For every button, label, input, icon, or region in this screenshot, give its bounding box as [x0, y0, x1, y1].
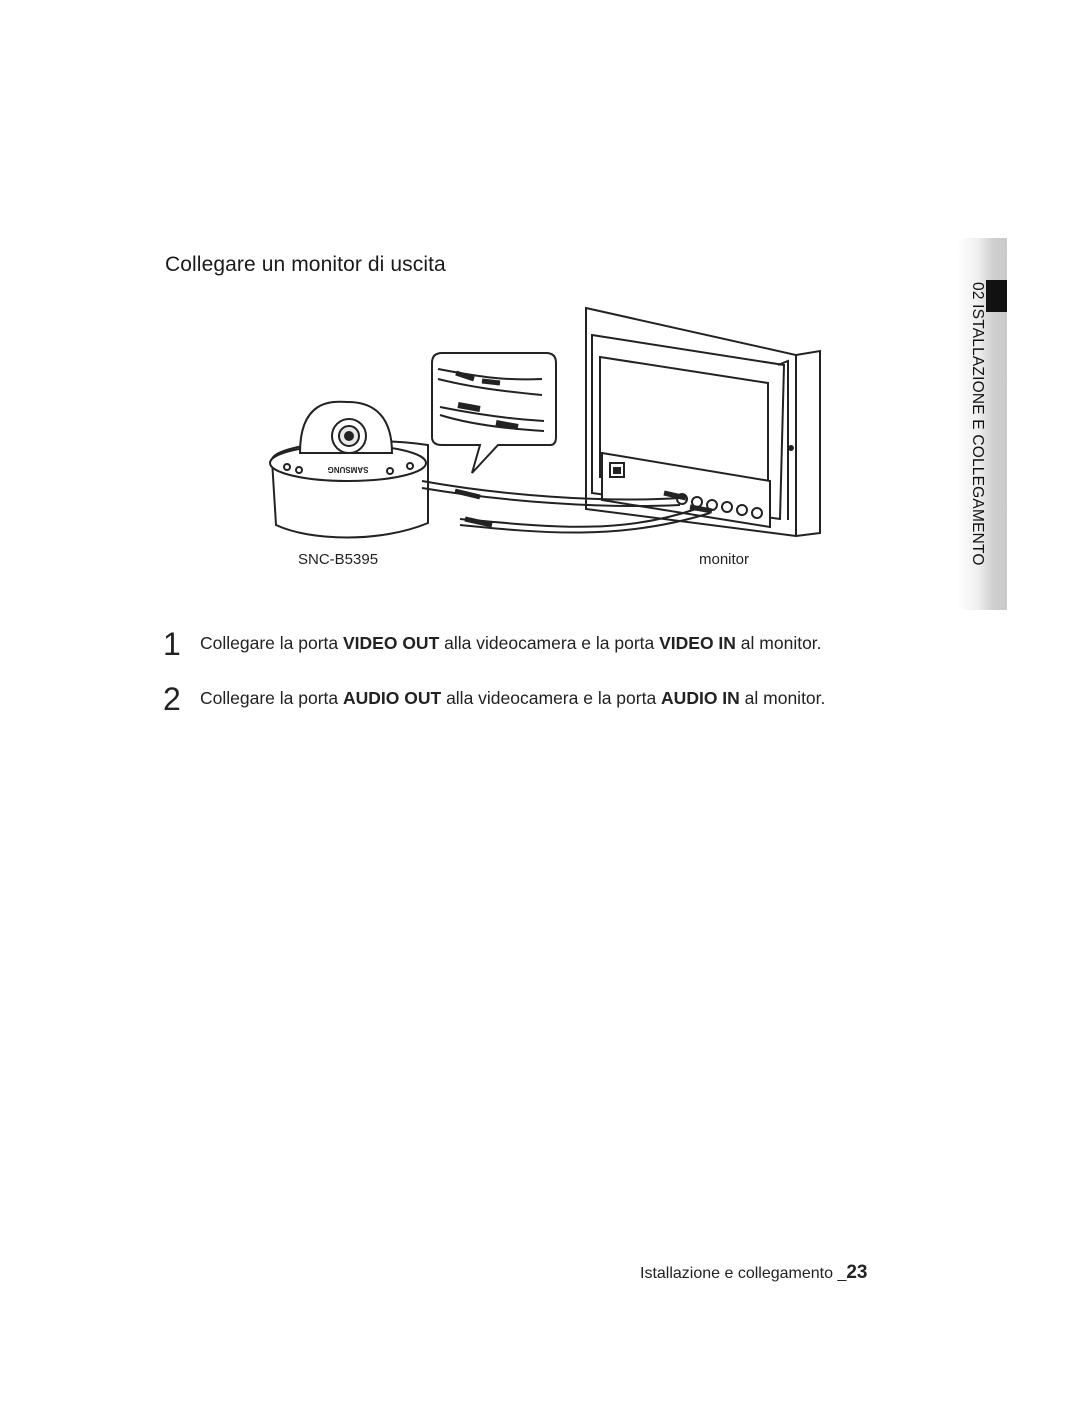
step-number: 2: [163, 681, 181, 717]
step-text-part: alla videocamera e la porta: [441, 688, 662, 708]
step-text-part: al monitor.: [739, 688, 826, 708]
step-2: 2 Collegare la porta AUDIO OUT alla vide…: [163, 683, 943, 723]
chapter-title: 02 ISTALLAZIONE E COLLEGAMENTO: [969, 282, 986, 566]
port-out-label: VIDEO OUT: [343, 633, 440, 653]
connection-diagram: SAMSUNG: [260, 295, 830, 555]
port-in-label: VIDEO IN: [659, 633, 736, 653]
camera-brand-text: SAMSUNG: [328, 465, 369, 474]
port-in-label: AUDIO IN: [661, 688, 740, 708]
monitor-illustration: [585, 306, 821, 538]
step-number: 1: [163, 626, 181, 662]
step-1: 1 Collegare la porta VIDEO OUT alla vide…: [163, 628, 943, 668]
zoom-callout: [431, 352, 557, 474]
footer-text: Istallazione e collegamento _: [640, 1265, 847, 1282]
step-text-part: Collegare la porta: [200, 633, 343, 653]
step-text-part: al monitor.: [735, 633, 822, 653]
port-out-label: AUDIO OUT: [343, 688, 442, 708]
step-text-part: Collegare la porta: [200, 688, 343, 708]
step-instruction: Collegare la porta AUDIO OUT alla videoc…: [200, 688, 825, 709]
section-title: Collegare un monitor di uscita: [165, 253, 446, 277]
step-instruction: Collegare la porta VIDEO OUT alla videoc…: [200, 633, 822, 654]
monitor-label: monitor: [699, 551, 750, 568]
camera-illustration: SAMSUNG: [269, 400, 429, 539]
step-text-part: alla videocamera e la porta: [439, 633, 660, 653]
camera-model-label: SNC-B5395: [298, 551, 379, 568]
side-tab-marker: [986, 280, 1007, 312]
cables: [421, 480, 713, 534]
page-footer: Istallazione e collegamento _23: [640, 1262, 868, 1284]
connection-illustration: SAMSUNG: [269, 306, 821, 539]
chapter-side-tab: 02 ISTALLAZIONE E COLLEGAMENTO: [953, 238, 1007, 610]
page-number: 23: [846, 1262, 868, 1283]
